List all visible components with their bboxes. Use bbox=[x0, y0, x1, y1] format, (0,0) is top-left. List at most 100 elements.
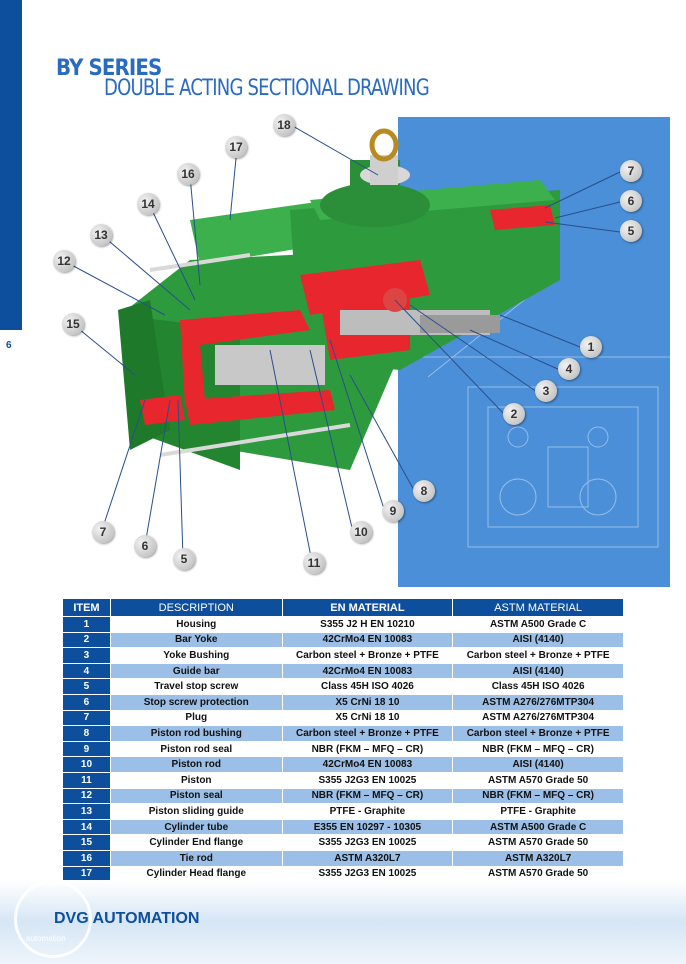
callout-11: 11 bbox=[303, 552, 325, 574]
cell-item: 7 bbox=[62, 709, 111, 727]
callout-14: 14 bbox=[137, 193, 159, 215]
callout-5-left: 5 bbox=[173, 548, 195, 570]
cell-en-material: Class 45H ISO 4026 bbox=[281, 678, 454, 695]
cell-en-material: ASTM A320L7 bbox=[281, 849, 454, 867]
callout-5-right: 5 bbox=[620, 220, 642, 242]
callout-7-left: 7 bbox=[92, 521, 114, 543]
callout-13: 13 bbox=[90, 224, 112, 246]
cell-item: 8 bbox=[62, 725, 111, 742]
cell-en-material: NBR (FKM – MFQ – CR) bbox=[281, 787, 454, 805]
cell-description: Piston seal bbox=[109, 787, 283, 805]
callout-4: 4 bbox=[558, 358, 580, 380]
cell-description: Piston bbox=[109, 771, 283, 789]
callout-17: 17 bbox=[225, 136, 247, 158]
cell-description: Tie rod bbox=[109, 849, 283, 867]
cell-astm-material: PTFE - Graphite bbox=[452, 803, 624, 820]
blueprint-lines bbox=[398, 296, 670, 548]
cell-description: Piston rod seal bbox=[109, 740, 283, 758]
cell-astm-material: AISI (4140) bbox=[452, 756, 624, 773]
cell-en-material: 42CrMo4 EN 10083 bbox=[281, 631, 454, 649]
cell-en-material: 42CrMo4 EN 10083 bbox=[281, 662, 454, 680]
cell-astm-material: Carbon steel + Bronze + PTFE bbox=[452, 647, 624, 664]
cell-description: Cylinder tube bbox=[109, 818, 283, 836]
cell-description: Housing bbox=[109, 616, 283, 633]
dvg-logo-icon bbox=[14, 880, 92, 958]
cell-item: 14 bbox=[62, 818, 111, 836]
cell-en-material: S355 J2 H EN 10210 bbox=[281, 616, 454, 633]
callout-9: 9 bbox=[382, 500, 404, 522]
cell-item: 15 bbox=[62, 834, 111, 851]
callout-12: 12 bbox=[53, 250, 75, 272]
cell-astm-material: NBR (FKM – MFQ – CR) bbox=[452, 740, 624, 758]
cell-en-material: Carbon steel + Bronze + PTFE bbox=[281, 647, 454, 664]
cell-item: 9 bbox=[62, 740, 111, 758]
cell-item: 10 bbox=[62, 756, 111, 773]
side-bar bbox=[0, 0, 22, 330]
cell-description: Stop screw protection bbox=[109, 693, 283, 711]
cell-astm-material: AISI (4140) bbox=[452, 631, 624, 649]
cell-item: 4 bbox=[62, 662, 111, 680]
page-number: 6 bbox=[6, 340, 12, 351]
parts-table: ITEM DESCRIPTION EN MATERIAL ASTM MATERI… bbox=[62, 598, 624, 898]
cell-en-material: 42CrMo4 EN 10083 bbox=[281, 756, 454, 773]
cell-item: 6 bbox=[62, 693, 111, 711]
cell-astm-material: Carbon steel + Bronze + PTFE bbox=[452, 725, 624, 742]
cell-description: Cylinder Head flange bbox=[109, 865, 283, 883]
cell-description: Plug bbox=[109, 709, 283, 727]
cell-en-material: X5 CrNi 18 10 bbox=[281, 709, 454, 727]
callout-6-left: 6 bbox=[134, 535, 156, 557]
header-item: ITEM bbox=[62, 598, 111, 617]
cell-item: 12 bbox=[62, 787, 111, 805]
callout-8: 8 bbox=[413, 480, 435, 502]
cell-item: 1 bbox=[62, 616, 111, 633]
cell-astm-material: ASTM A320L7 bbox=[452, 849, 624, 867]
header-astm-material: ASTM MATERIAL bbox=[452, 598, 624, 617]
cell-description: Bar Yoke bbox=[109, 631, 283, 649]
brand-name: DVG AUTOMATION bbox=[54, 910, 200, 927]
callout-1: 1 bbox=[580, 336, 602, 358]
cell-astm-material: AISI (4140) bbox=[452, 662, 624, 680]
cell-astm-material: ASTM A500 Grade C bbox=[452, 616, 624, 633]
page-subtitle: DOUBLE ACTING SECTIONAL DRAWING bbox=[104, 76, 430, 101]
cell-description: Piston rod bushing bbox=[109, 725, 283, 742]
page-title: BY SERIES bbox=[56, 56, 162, 81]
cell-astm-material: NBR (FKM – MFQ – CR) bbox=[452, 787, 624, 805]
actuator-sectional-drawing-icon bbox=[65, 124, 621, 563]
callout-15: 15 bbox=[62, 313, 84, 335]
callout-6-right: 6 bbox=[620, 190, 642, 212]
cell-en-material: PTFE - Graphite bbox=[281, 803, 454, 820]
callout-16: 16 bbox=[177, 163, 199, 185]
cell-en-material: S355 J2G3 EN 10025 bbox=[281, 771, 454, 789]
cell-item: 13 bbox=[62, 803, 111, 820]
cell-item: 3 bbox=[62, 647, 111, 664]
cell-en-material: S355 J2G3 EN 10025 bbox=[281, 834, 454, 851]
cell-astm-material: ASTM A500 Grade C bbox=[452, 818, 624, 836]
cell-item: 11 bbox=[62, 771, 111, 789]
logo-subtext: automation bbox=[26, 934, 66, 943]
header-description: DESCRIPTION bbox=[109, 598, 283, 617]
table-header-row: ITEM DESCRIPTION EN MATERIAL ASTM MATERI… bbox=[62, 598, 624, 617]
cell-en-material: E355 EN 10297 - 10305 bbox=[281, 818, 454, 836]
cell-en-material: Carbon steel + Bronze + PTFE bbox=[281, 725, 454, 742]
header-en-material: EN MATERIAL bbox=[281, 598, 454, 617]
footer-background bbox=[0, 880, 686, 964]
cell-description: Travel stop screw bbox=[109, 678, 283, 695]
callout-2: 2 bbox=[503, 403, 525, 425]
callout-10: 10 bbox=[350, 521, 372, 543]
callout-3: 3 bbox=[535, 380, 557, 402]
cell-astm-material: ASTM A276/276MTP304 bbox=[452, 709, 624, 727]
